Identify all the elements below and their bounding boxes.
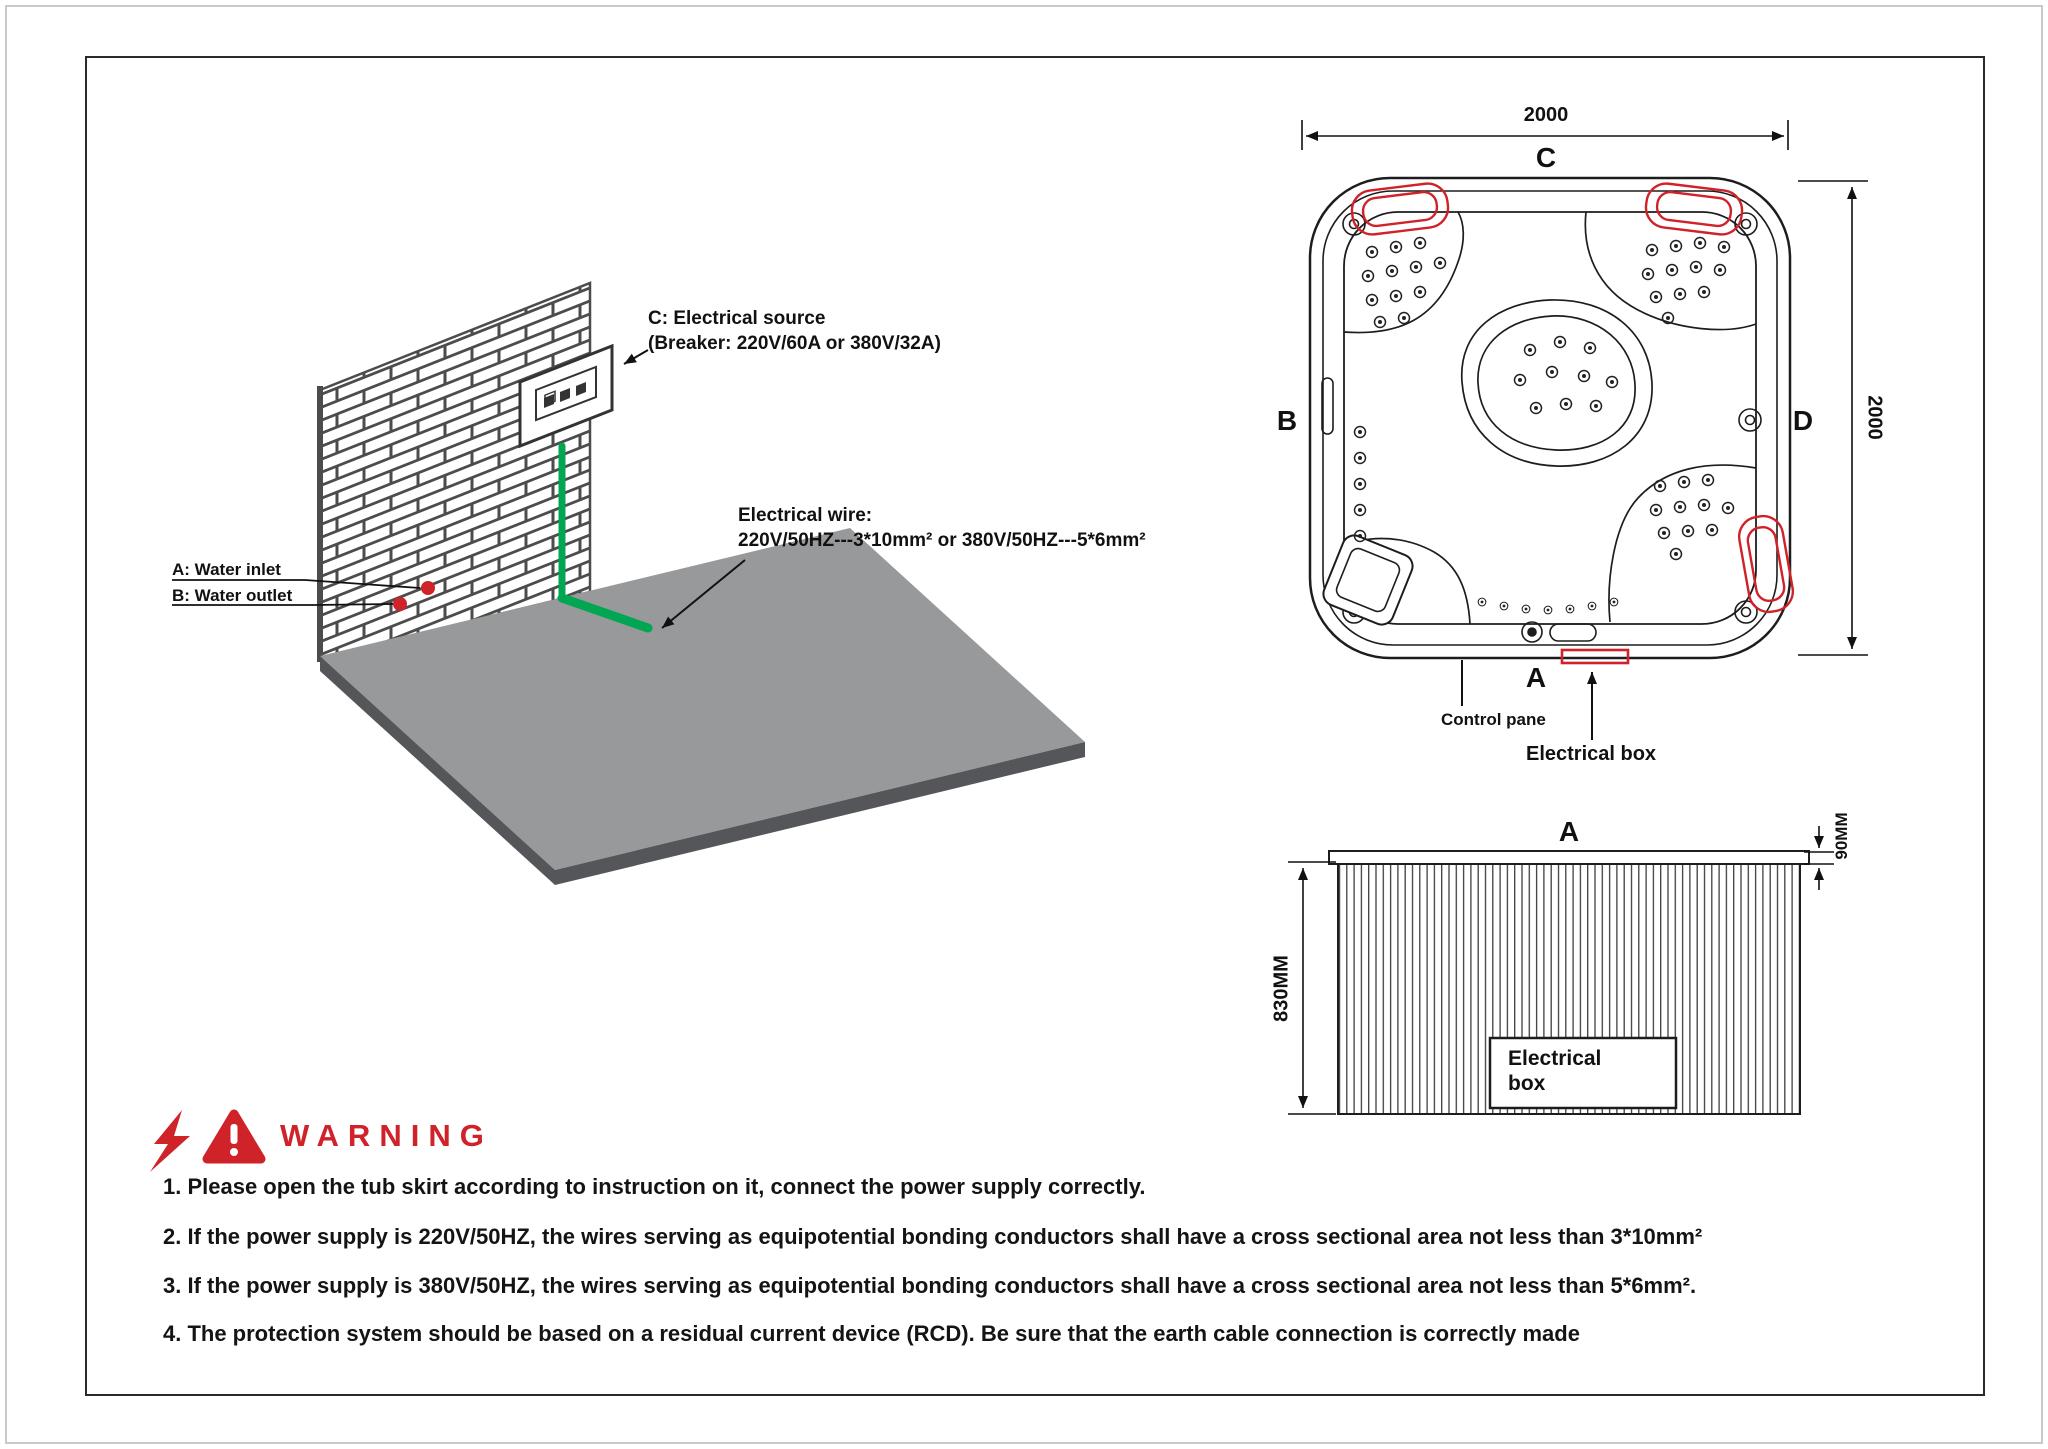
top-view-height-dim: 2000: [1863, 395, 1886, 440]
outer-frame: [5, 5, 2043, 1444]
tub-top-view: [1308, 176, 1792, 660]
control-panel: [1322, 534, 1414, 626]
tub-headrests: [1350, 182, 1795, 665]
electrical-box-callout: Electrical box: [1526, 743, 1657, 765]
headrest-right: [1737, 514, 1795, 614]
side-view-lip: [1328, 850, 1810, 865]
top-view-dimensions: [1301, 120, 1868, 656]
side-label-a: A: [1525, 662, 1547, 693]
breaker-label: (Breaker: 220V/60A or 380V/32A): [648, 333, 941, 354]
drain-fitting: [1521, 621, 1597, 643]
electrical-source-panel: [518, 343, 614, 449]
water-inlet-label: A: Water inlet: [172, 560, 281, 579]
warning-item-1: 1. Please open the tub skirt according t…: [163, 1174, 1146, 1199]
warning-title: WARNING: [280, 1118, 493, 1153]
lightning-bolt-icon: [150, 1110, 190, 1172]
skirt-height-dim: 830MM: [1270, 955, 1293, 1022]
water-outlet-port: [393, 597, 407, 611]
side-view-dimensions: [1288, 826, 1834, 1115]
electrical-wire-label: Electrical wire: 220V/50HZ---3*10mm² or …: [738, 503, 1146, 553]
water-ports: [172, 579, 435, 611]
warning-item-4: 4. The protection system should be based…: [163, 1321, 1580, 1346]
warning-item-3: 3. If the power supply is 380V/50HZ, the…: [163, 1273, 1697, 1298]
electrical-source-label: C: Electrical source (Breaker: 220V/60A …: [648, 306, 941, 356]
electrical-wire-leader: [661, 559, 746, 629]
installation-scene: [172, 281, 1085, 885]
side-label-b: B: [1276, 405, 1298, 436]
water-inlet-port: [421, 581, 435, 595]
floor-slab: [320, 528, 1085, 885]
control-panel-callout: Control pane: [1441, 710, 1546, 729]
side-view-label-a: A: [1558, 816, 1580, 847]
brick-wall: [317, 281, 592, 662]
electrical-wire-label-line1: Electrical wire:: [738, 505, 873, 526]
side-view-electrical-box-label: Electrical box: [1508, 1047, 1602, 1095]
footwell-outline: [1461, 299, 1653, 467]
water-outlet-leader: [172, 603, 394, 606]
tub-rim: [1322, 190, 1778, 646]
electrical-wire: [557, 442, 653, 633]
headrest-top-right: [1644, 182, 1744, 236]
lip-height-dim: 90MM: [1832, 812, 1851, 860]
side-view-electrical-box: [1488, 1036, 1678, 1110]
inner-frame: [85, 56, 1985, 1396]
warning-icons: [150, 1109, 266, 1172]
electrical-source-label-line1: C: Electrical source: [648, 308, 826, 329]
electrical-box-marker: [1560, 648, 1630, 665]
electrical-wire-spec: 220V/50HZ---3*10mm² or 380V/50HZ---5*6mm…: [738, 530, 1146, 551]
top-view-width-dim: 2000: [1523, 104, 1569, 126]
water-inlet-leader: [172, 579, 421, 589]
side-label-d: D: [1792, 405, 1814, 436]
warning-item-2: 2. If the power supply is 220V/50HZ, the…: [163, 1224, 1703, 1249]
tub-outer-shell: [1308, 176, 1792, 660]
tub-inner-wall: [1343, 211, 1757, 625]
electrical-source-leader: [623, 349, 649, 365]
water-outlet-label: B: Water outlet: [172, 586, 293, 605]
tub-side-view: [1328, 850, 1810, 1115]
headrest-top-left: [1350, 182, 1450, 236]
side-label-c: C: [1535, 142, 1557, 173]
